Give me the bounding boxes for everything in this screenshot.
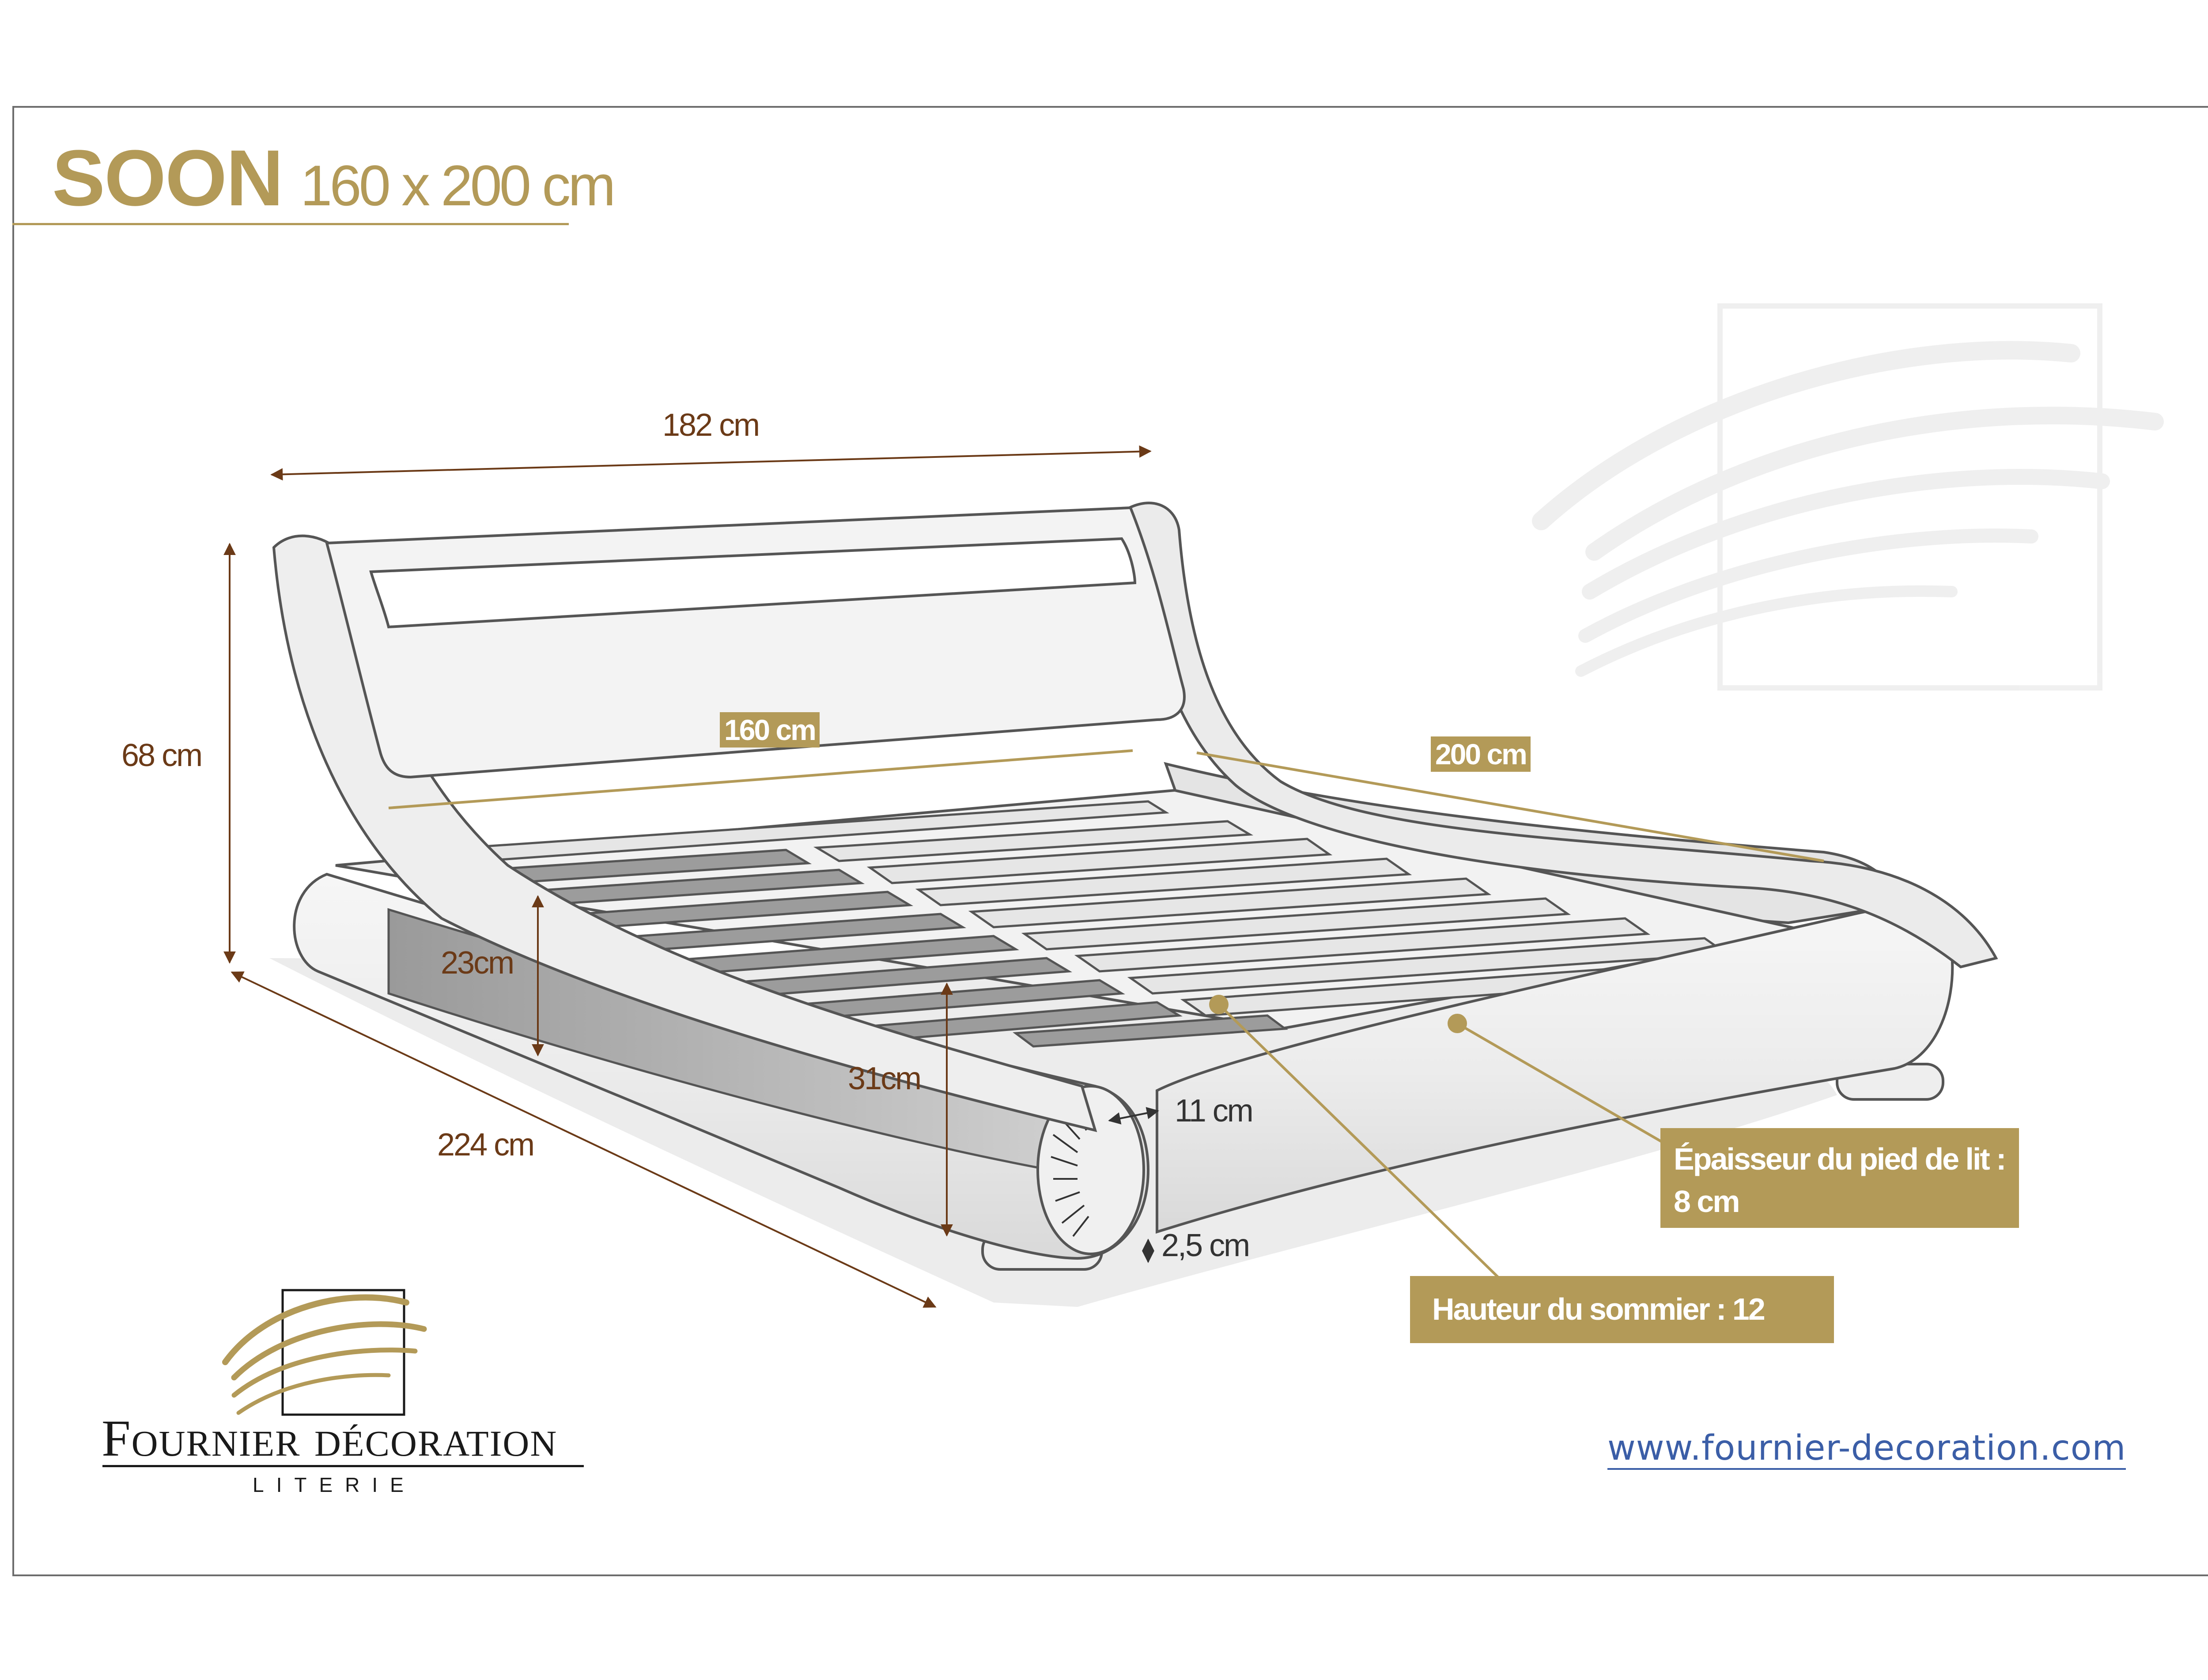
slat-height-callout: Hauteur du sommier : 12 cm bbox=[1410, 1276, 1834, 1369]
leg-thickness-line1: Épaisseur du pied de lit : bbox=[1674, 1142, 2006, 1176]
callout-leaders bbox=[1217, 1003, 1666, 1282]
slat-callout-dot bbox=[1209, 995, 1229, 1014]
ground-clearance-label: 2,5 cm bbox=[1161, 1228, 1250, 1263]
mattress-length-tag: 200 cm bbox=[1431, 736, 1531, 772]
footboard-end-cap bbox=[1036, 1085, 1145, 1255]
mattress-measure-lines bbox=[388, 749, 1824, 862]
width-overall-label: 182 cm bbox=[662, 408, 760, 443]
page-frame bbox=[12, 106, 2208, 1576]
leg-thickness-callout: Épaisseur du pied de lit : 8 cm bbox=[1660, 1128, 2019, 1228]
leg-callout-dot bbox=[1448, 1014, 1467, 1033]
footboard-height-label: 31cm bbox=[848, 1061, 922, 1096]
mattress-width-tag: 160 cm bbox=[720, 712, 820, 748]
title-underline bbox=[12, 223, 569, 225]
product-size: 160 x 200 cm bbox=[300, 153, 616, 218]
length-overall-label: 224 cm bbox=[437, 1127, 535, 1163]
headboard-low-label: 23cm bbox=[441, 945, 514, 981]
website-link[interactable]: www.fournier-decoration.com bbox=[1607, 1428, 2126, 1470]
headboard-light-panel bbox=[369, 537, 1137, 629]
brand-underline bbox=[102, 1465, 584, 1467]
leg-thickness-line2: 8 cm bbox=[1674, 1184, 1740, 1219]
dimension-lines bbox=[223, 445, 1159, 1308]
brand-subtitle: LITERIE bbox=[253, 1473, 416, 1496]
product-name: SOON bbox=[52, 134, 284, 223]
dimension-arrow bbox=[270, 445, 1152, 481]
headboard-right-post bbox=[1120, 502, 1998, 969]
watermark-logo-mark bbox=[1532, 303, 2164, 691]
frame-thickness-label: 11 cm bbox=[1175, 1093, 1254, 1129]
slats bbox=[461, 800, 1783, 1052]
brand-logo-mark bbox=[222, 1289, 427, 1416]
brand-name: Fournier décoration bbox=[102, 1409, 558, 1467]
height-overall-label: 68 cm bbox=[121, 738, 203, 773]
